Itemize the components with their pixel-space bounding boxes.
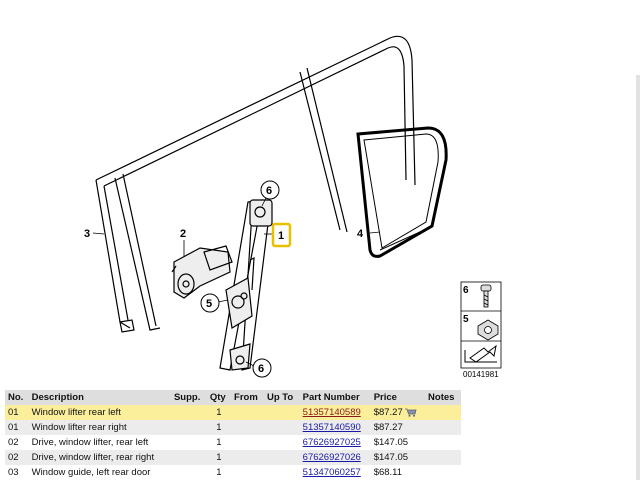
table-row[interactable]: 03 Window guide, left rear door 1 513470… bbox=[5, 465, 461, 480]
legend-label-6: 6 bbox=[463, 285, 469, 296]
row-price: $87.27 bbox=[373, 407, 403, 418]
callout-6-top: 6 bbox=[266, 185, 272, 197]
legend-label-5: 5 bbox=[463, 314, 469, 325]
header-qty: Qty bbox=[206, 390, 232, 405]
row-description: Drive, window lifter, rear left bbox=[31, 437, 149, 448]
row-notes bbox=[425, 465, 461, 480]
table-row[interactable]: 01 Window lifter rear left 1 51357140589… bbox=[5, 405, 461, 420]
header-part-number: Part Number bbox=[299, 390, 371, 405]
callout-leader-lines bbox=[92, 197, 381, 367]
row-up-to bbox=[263, 450, 300, 465]
parts-table: No. Description Supp. Qty From Up To Par… bbox=[5, 390, 461, 480]
table-row[interactable]: 01 Window lifter rear right 1 5135714059… bbox=[5, 420, 461, 435]
header-price: Price bbox=[370, 390, 426, 405]
parts-diagram: 3 4 2 6 1 5 6 6 5 00141981 bbox=[84, 35, 502, 379]
bolt-icon bbox=[480, 284, 492, 308]
row-description: Window lifter rear right bbox=[28, 420, 171, 435]
row-up-to bbox=[264, 465, 300, 480]
row-up-to bbox=[264, 435, 300, 450]
header-description: Description bbox=[28, 390, 171, 405]
window-frame-drawing bbox=[95, 35, 416, 333]
row-qty: 1 bbox=[216, 467, 222, 478]
row-part-number-cell: 67626927025 bbox=[300, 435, 371, 450]
row-from bbox=[231, 465, 264, 480]
row-no: 01 bbox=[5, 420, 29, 435]
row-price: $147.05 bbox=[373, 437, 409, 448]
part-number-link[interactable]: 67626927025 bbox=[302, 437, 361, 448]
table-header-row: No. Description Supp. Qty From Up To Par… bbox=[5, 390, 461, 405]
header-notes: Notes bbox=[425, 390, 461, 405]
header-from: From bbox=[231, 390, 264, 405]
row-price: $147.05 bbox=[370, 450, 426, 465]
diagram-ref-number: 00141981 bbox=[463, 370, 499, 379]
table-row[interactable]: 02 Drive, window lifter, rear right 1 67… bbox=[5, 450, 461, 465]
header-supp: Supp. bbox=[170, 390, 207, 405]
row-qty: 1 bbox=[206, 450, 232, 465]
row-notes bbox=[425, 450, 461, 465]
row-no: 01 bbox=[5, 405, 29, 420]
row-from bbox=[231, 420, 264, 435]
row-part-number-cell: 51347060257 bbox=[300, 465, 371, 480]
row-part-number-cell: 67626927026 bbox=[299, 450, 371, 465]
row-notes bbox=[425, 435, 461, 450]
row-description: Window lifter rear left bbox=[28, 405, 171, 420]
small-parts-legend: 6 5 bbox=[460, 281, 502, 369]
callout-2: 2 bbox=[180, 228, 186, 240]
header-up-to: Up To bbox=[263, 390, 300, 405]
row-no: 02 bbox=[5, 450, 29, 465]
part-number-link[interactable]: 51357140589 bbox=[302, 407, 361, 418]
row-supp bbox=[170, 420, 207, 435]
nut-icon bbox=[477, 319, 499, 341]
row-no: 02 bbox=[8, 437, 19, 448]
row-no: 03 bbox=[8, 467, 19, 478]
callout-6-bottom-circle bbox=[252, 358, 272, 378]
row-part-number-cell: 51357140590 bbox=[299, 420, 371, 435]
callout-1-box[interactable] bbox=[271, 222, 292, 248]
scrollbar[interactable] bbox=[636, 75, 640, 480]
callout-5-circle bbox=[200, 293, 220, 313]
cart-icon[interactable] bbox=[404, 408, 417, 417]
row-price: $87.27 bbox=[370, 420, 426, 435]
callout-4: 4 bbox=[357, 228, 364, 240]
callout-1[interactable]: 1 bbox=[278, 230, 284, 242]
row-price: $68.11 bbox=[373, 467, 403, 478]
row-up-to bbox=[263, 405, 300, 420]
row-qty: 1 bbox=[206, 420, 232, 435]
row-description: Window guide, left rear door bbox=[31, 467, 151, 478]
row-up-to bbox=[263, 420, 300, 435]
callout-3: 3 bbox=[84, 228, 90, 240]
table-row[interactable]: 02 Drive, window lifter, rear left 1 676… bbox=[5, 435, 461, 450]
row-supp bbox=[170, 450, 207, 465]
callout-6-bottom: 6 bbox=[258, 363, 264, 375]
row-from bbox=[231, 435, 264, 450]
row-notes bbox=[425, 405, 461, 420]
row-from bbox=[231, 450, 264, 465]
row-notes bbox=[425, 420, 461, 435]
callout-5: 5 bbox=[206, 298, 212, 310]
part-number-link[interactable]: 51347060257 bbox=[302, 467, 361, 478]
header-no: No. bbox=[5, 390, 29, 405]
callout-6-top-circle bbox=[260, 180, 280, 200]
row-qty: 1 bbox=[206, 405, 232, 420]
window-lifter-drawing bbox=[219, 199, 273, 371]
arrow-symbol-icon bbox=[464, 344, 497, 363]
row-supp bbox=[170, 405, 207, 420]
row-supp bbox=[171, 465, 207, 480]
row-from bbox=[231, 405, 264, 420]
row-part-number-cell: 51357140589 bbox=[299, 405, 371, 420]
row-price-cell: $87.27 bbox=[370, 405, 426, 420]
row-description: Drive, window lifter, rear right bbox=[28, 450, 171, 465]
row-qty: 1 bbox=[216, 437, 222, 448]
row-supp bbox=[171, 435, 207, 450]
drive-motor-drawing bbox=[171, 245, 233, 299]
quarter-glass-drawing bbox=[356, 126, 448, 258]
part-number-link[interactable]: 51357140590 bbox=[302, 422, 361, 433]
part-number-link[interactable]: 67626927026 bbox=[302, 452, 361, 463]
